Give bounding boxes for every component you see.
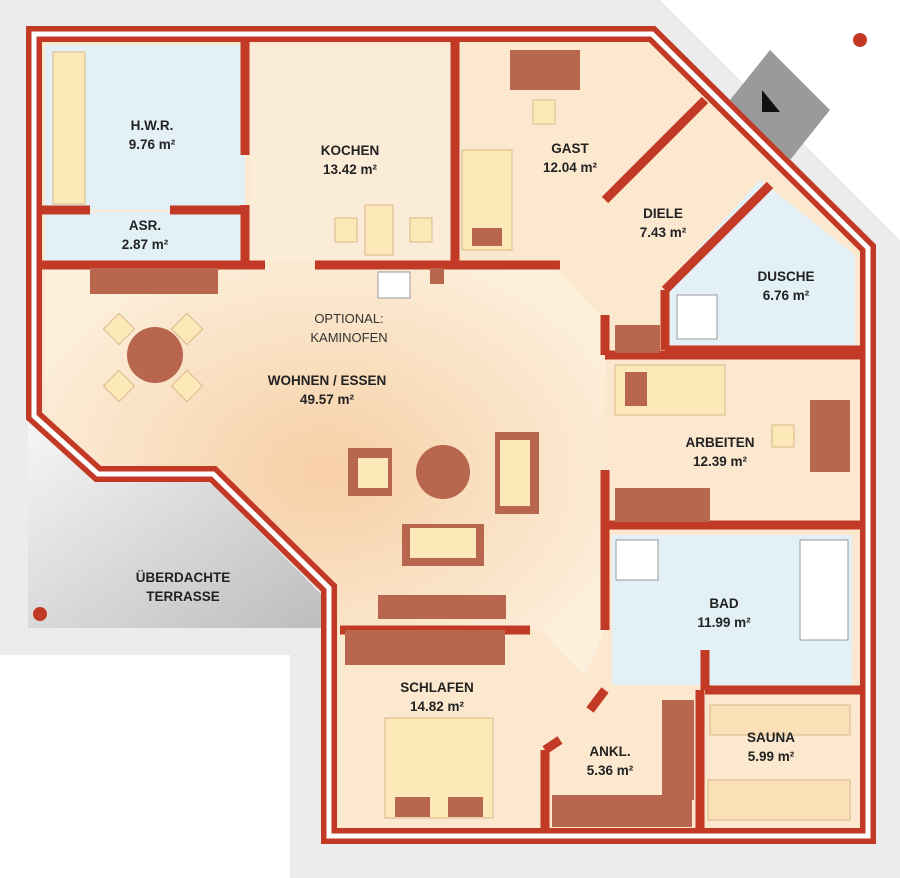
- room-label-wohnen: WOHNEN / ESSEN 49.57 m²: [268, 371, 387, 409]
- entrance-steps: [730, 50, 830, 160]
- room-label-gast: GAST 12.04 m²: [543, 139, 597, 177]
- room-label-arbeiten: ARBEITEN 12.39 m²: [685, 433, 754, 471]
- room-area: 9.76 m²: [128, 137, 176, 152]
- covered-terrace: [28, 420, 322, 628]
- room-name: SAUNA: [746, 730, 796, 745]
- outer-wall-gap: [31, 31, 871, 839]
- room-label-diele: DIELE 7.43 m²: [640, 204, 687, 242]
- room-label-sauna: SAUNA 5.99 m²: [747, 728, 795, 766]
- room-name: DUSCHE: [757, 269, 815, 284]
- terrace-line: TERRASSE: [146, 589, 220, 604]
- room-label-kochen: KOCHEN 13.42 m²: [321, 141, 380, 179]
- room-area: 2.87 m²: [121, 237, 169, 252]
- terrace-label: ÜBERDACHTE TERRASSE: [136, 568, 231, 606]
- room-name: WOHNEN / ESSEN: [267, 373, 387, 388]
- note-line: OPTIONAL:: [314, 311, 384, 326]
- room-name: ARBEITEN: [685, 435, 755, 450]
- kitchen-floor: [250, 45, 455, 262]
- room-area: 5.36 m²: [586, 763, 634, 778]
- room-label-asr: ASR. 2.87 m²: [122, 216, 169, 254]
- furniture: [52, 50, 851, 827]
- room-area: 7.43 m²: [639, 225, 687, 240]
- room-label-hwr: H.W.R. 9.76 m²: [129, 116, 176, 154]
- terrace-line: ÜBERDACHTE: [135, 570, 231, 585]
- room-area: 6.76 m²: [762, 288, 810, 303]
- corner-marker: [33, 607, 47, 621]
- room-label-schlafen: SCHLAFEN 14.82 m²: [400, 678, 474, 716]
- room-label-dusche: DUSCHE 6.76 m²: [757, 267, 814, 305]
- fireplace-note: OPTIONAL: KAMINOFEN: [310, 309, 387, 347]
- room-name: KOCHEN: [320, 143, 380, 158]
- room-name: H.W.R.: [130, 118, 174, 133]
- room-area: 14.82 m²: [409, 699, 465, 714]
- living-area: [45, 268, 605, 675]
- room-area: 12.04 m²: [542, 160, 598, 175]
- room-area: 12.39 m²: [692, 454, 748, 469]
- north-arrow-icon: [762, 90, 780, 112]
- room-area: 11.99 m²: [697, 615, 751, 630]
- room-name: ASR.: [128, 218, 162, 233]
- room-name: SCHLAFEN: [400, 680, 474, 695]
- note-line: KAMINOFEN: [310, 330, 388, 345]
- room-label-bad: BAD 11.99 m²: [697, 594, 750, 632]
- room-name: BAD: [709, 596, 739, 611]
- room-name: DIELE: [643, 206, 683, 221]
- room-label-ankl: ANKL. 5.36 m²: [587, 742, 634, 780]
- room-area: 13.42 m²: [322, 162, 378, 177]
- room-name: GAST: [551, 141, 589, 156]
- room-area: 5.99 m²: [747, 749, 795, 764]
- room-name: ANKL.: [589, 744, 631, 759]
- asr-floor: [45, 212, 245, 262]
- corner-marker: [853, 33, 867, 47]
- room-area: 49.57 m²: [299, 392, 355, 407]
